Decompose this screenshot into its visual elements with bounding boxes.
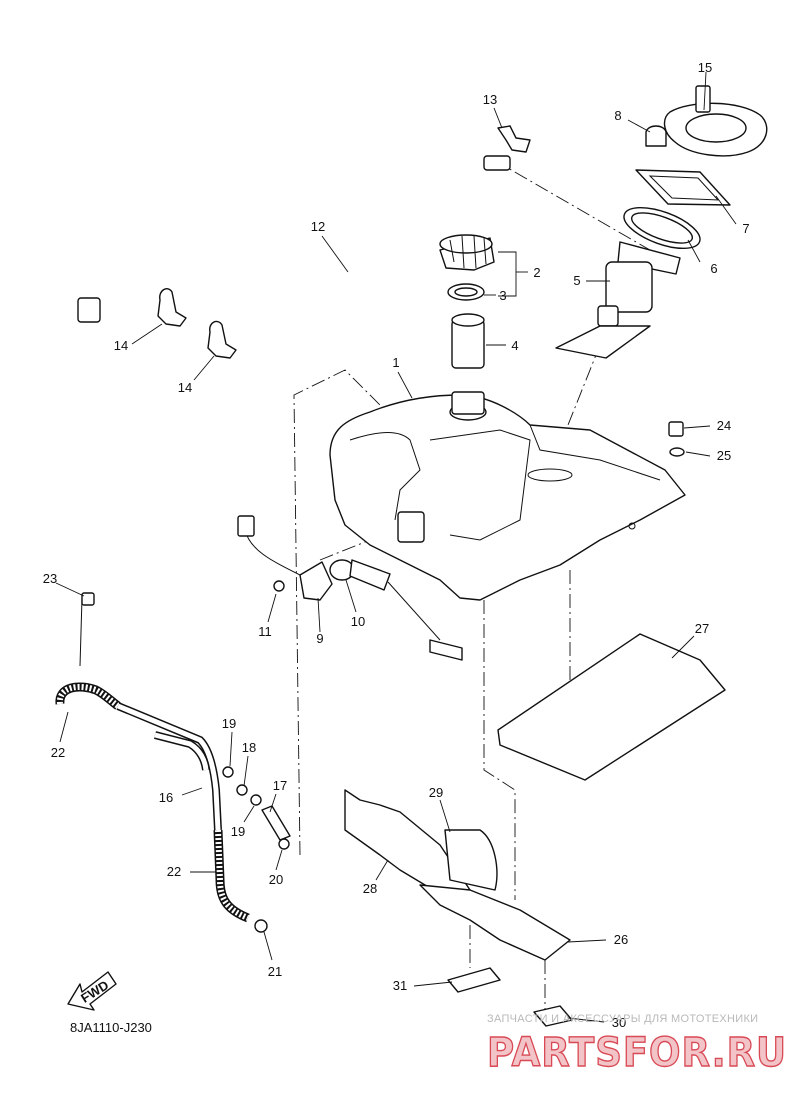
callout-10: 10 [351, 614, 365, 629]
part-11-screw [273, 580, 285, 592]
callout-19b: 19 [231, 824, 245, 839]
callout-6: 6 [710, 261, 717, 276]
hose-connector-icon [77, 297, 101, 323]
callout-3: 3 [499, 288, 506, 303]
callout-18: 18 [242, 740, 256, 755]
callout-22a: 22 [51, 745, 65, 760]
part-7-gasket [635, 169, 731, 206]
part-20-clamp [278, 838, 290, 850]
part-24-nut [668, 421, 684, 437]
part-25-washer [669, 447, 685, 457]
watermark-brand: PARTSFOR.RU [487, 1030, 787, 1076]
callout-31: 31 [393, 978, 407, 993]
part-10-fuel-sender [329, 559, 463, 661]
callout-15: 15 [698, 60, 712, 75]
part-18-clip [236, 784, 248, 796]
callout-11: 11 [258, 624, 272, 639]
callout-20: 20 [269, 872, 283, 887]
part-12-vent-hose [77, 124, 511, 333]
part-29-shield [444, 829, 498, 891]
sender-wire [237, 515, 301, 576]
callout-8: 8 [614, 108, 621, 123]
part-13-bracket [497, 125, 531, 153]
callout-27: 27 [695, 621, 709, 636]
part-14-clip [157, 288, 237, 359]
callout-21: 21 [268, 964, 282, 979]
watermark: ЗАПЧАСТИ И АКСЕССУАРЫ ДЛЯ МОТОТЕХНИКИ PA… [486, 1013, 787, 1077]
fwd-arrow-icon: FWD [67, 971, 117, 1011]
callout-23: 23 [43, 571, 57, 586]
callout-2: 2 [533, 265, 540, 280]
part-21-cap [254, 919, 268, 933]
part-5-fuel-pump [555, 241, 681, 359]
part-27-shield [497, 633, 726, 781]
callout-5: 5 [573, 273, 580, 288]
watermark-tagline: ЗАПЧАСТИ И АКСЕССУАРЫ ДЛЯ МОТОТЕХНИКИ [487, 1013, 758, 1025]
callout-22b: 22 [167, 864, 181, 879]
part-31-pad [447, 967, 501, 993]
part-23-cable-tie [79, 592, 95, 667]
callout-1: 1 [392, 355, 399, 370]
part-6-o-ring [623, 206, 701, 250]
part-17-joint [261, 805, 291, 841]
part-4-filler-neck [451, 313, 485, 369]
part-15-retaining-ring [663, 85, 768, 157]
callout-29: 29 [429, 785, 443, 800]
part-9-plate [299, 561, 333, 601]
part-3-gasket [447, 283, 485, 301]
leader-lines [55, 71, 737, 1023]
callout-16: 16 [159, 790, 173, 805]
callout-12: 12 [311, 219, 325, 234]
callouts: 1 2 3 4 5 6 7 8 9 10 11 12 13 14 14 15 1… [43, 60, 750, 1030]
part-8-cap [645, 125, 667, 147]
callout-25: 25 [717, 448, 731, 463]
callout-4: 4 [511, 338, 518, 353]
callout-24: 24 [717, 418, 731, 433]
part-19-clamp [222, 766, 262, 806]
part-30-pad [533, 1005, 573, 1027]
part-2-fuel-cap [439, 234, 495, 271]
callout-30: 30 [612, 1015, 626, 1030]
part-1-fuel-tank [329, 391, 686, 601]
callout-14b: 14 [178, 380, 192, 395]
diagram-code: 8JA1110-J230 [70, 1020, 152, 1035]
callout-26: 26 [614, 932, 628, 947]
callout-28: 28 [363, 881, 377, 896]
callout-7: 7 [742, 221, 749, 236]
part-22-corrugated-hose [55, 682, 250, 923]
callout-14a: 14 [114, 338, 128, 353]
callout-17: 17 [273, 778, 287, 793]
callout-9: 9 [316, 631, 323, 646]
callout-19a: 19 [222, 716, 236, 731]
part-16-hose [116, 702, 222, 831]
callout-13: 13 [483, 92, 497, 107]
part-26-shield [419, 884, 571, 961]
